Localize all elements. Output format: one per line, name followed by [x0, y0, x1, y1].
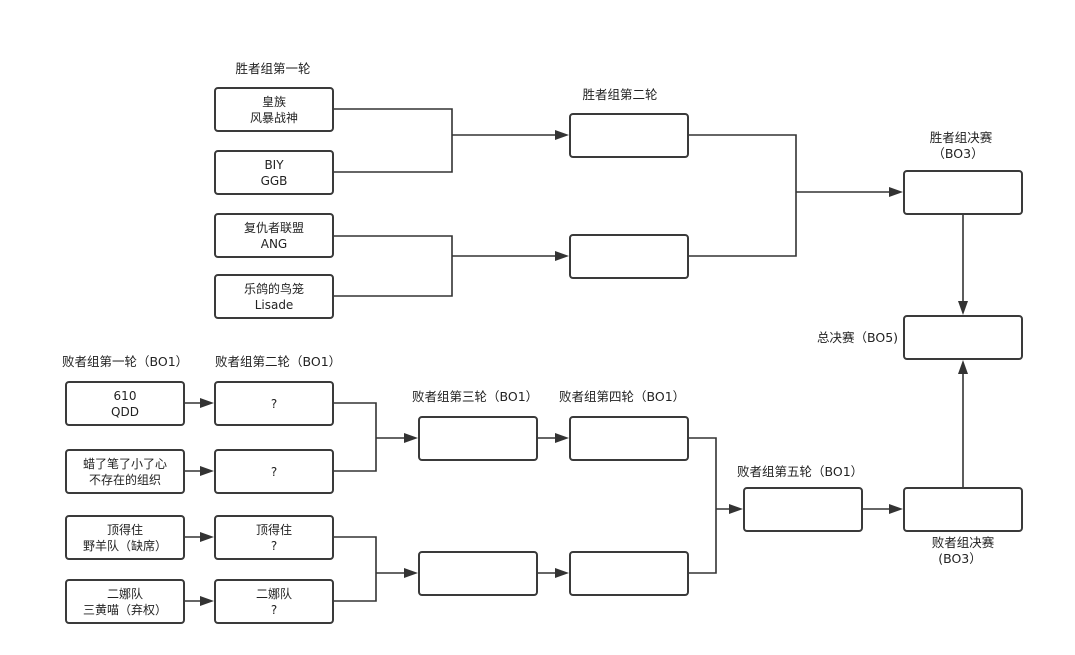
team-name: 三黄喵（弃权）: [82, 602, 167, 617]
connector-l2-bottom-bracket: [334, 536, 377, 602]
team-name: 复仇者联盟: [243, 220, 304, 235]
team-name: 610: [113, 388, 137, 403]
match-box-losers-r4-a: [569, 416, 689, 461]
arrow-to-w2b: [555, 251, 569, 261]
label-losers-round-4: 败者组第四轮（BO1）: [559, 389, 686, 404]
arrow-to-losers-final: [889, 504, 903, 514]
team-name: ?: [270, 464, 278, 479]
match-box-winners-r2-a: [569, 113, 689, 158]
team-name: 顶得住: [106, 522, 143, 537]
match-box-winners-final: [903, 170, 1023, 215]
label-losers-final-bo: (BO3）: [938, 551, 982, 566]
connector-w1-top-bracket: [334, 108, 453, 173]
label-winners-round-2: 胜者组第二轮: [582, 87, 658, 102]
label-losers-final: 败者组决赛: [931, 535, 995, 550]
match-box-losers-r2-c: 顶得住 ?: [214, 515, 334, 560]
match-box-winners-r1-c: 复仇者联盟 ANG: [214, 213, 334, 258]
match-box-losers-r4-b: [569, 551, 689, 596]
arrow-to-grand-final-from-winners: [958, 301, 968, 315]
match-box-losers-r2-b: ?: [214, 449, 334, 494]
team-name: 顶得住: [255, 522, 292, 537]
match-box-winners-r1-a: 皇族 风暴战神: [214, 87, 334, 132]
match-box-losers-r1-b: 蜡了笔了小了心 不存在的组织: [65, 449, 185, 494]
arrow-to-l2c: [200, 532, 214, 542]
label-losers-round-1: 败者组第一轮（BO1）: [62, 354, 189, 369]
team-name: ?: [270, 538, 278, 553]
match-box-losers-final: [903, 487, 1023, 532]
connector-l4-bracket: [689, 437, 717, 574]
arrow-to-l2d: [200, 596, 214, 606]
team-name: ?: [270, 396, 278, 411]
arrow-to-l3a: [404, 433, 418, 443]
match-box-losers-r1-a: 610 QDD: [65, 381, 185, 426]
team-name: 风暴战神: [249, 110, 298, 125]
match-box-winners-r2-b: [569, 234, 689, 279]
team-name: ANG: [260, 236, 288, 251]
arrow-to-l2b: [200, 466, 214, 476]
arrow-to-w2a: [555, 130, 569, 140]
team-name: Lisade: [254, 297, 294, 312]
match-box-losers-r5: [743, 487, 863, 532]
match-box-losers-r1-d: 二娜队 三黄喵（弃权）: [65, 579, 185, 624]
connector-l2-top-bracket: [334, 402, 377, 472]
arrow-to-l5: [729, 504, 743, 514]
match-box-losers-r3-b: [418, 551, 538, 596]
label-winners-final: 胜者组决赛: [929, 130, 993, 145]
team-name: 二娜队: [106, 586, 143, 601]
match-box-winners-r1-b: BIY GGB: [214, 150, 334, 195]
arrow-to-l3b: [404, 568, 418, 578]
connector-w2-bracket: [689, 134, 797, 257]
team-name: QDD: [111, 404, 139, 419]
match-box-losers-r2-a: ?: [214, 381, 334, 426]
label-grand-final: 总决赛（BO5): [817, 330, 899, 345]
label-losers-round-5: 败者组第五轮（BO1）: [737, 464, 864, 479]
team-name: 皇族: [261, 94, 286, 109]
arrow-to-l4a: [555, 433, 569, 443]
connector-w1-bottom-bracket: [334, 235, 453, 297]
team-name: 蜡了笔了小了心: [82, 456, 167, 471]
team-name: 野羊队（缺席）: [82, 538, 167, 553]
match-box-losers-r3-a: [418, 416, 538, 461]
team-name: 二娜队: [255, 586, 292, 601]
label-losers-round-2: 败者组第二轮（BO1）: [215, 354, 342, 369]
match-box-grand-final: [903, 315, 1023, 360]
team-name: GGB: [260, 173, 288, 188]
arrow-to-winners-final: [889, 187, 903, 197]
arrow-to-l2a: [200, 398, 214, 408]
team-name: BIY: [264, 157, 284, 172]
team-name: 不存在的组织: [88, 472, 161, 487]
label-winners-final-bo: （BO3）: [932, 146, 984, 161]
team-name: 乐鸽的鸟笼: [243, 281, 304, 296]
arrow-to-grand-final-from-losers: [958, 360, 968, 374]
label-losers-round-3: 败者组第三轮（BO1）: [412, 389, 539, 404]
arrow-to-l4b: [555, 568, 569, 578]
match-box-losers-r2-d: 二娜队 ?: [214, 579, 334, 624]
match-box-winners-r1-d: 乐鸽的鸟笼 Lisade: [214, 274, 334, 319]
label-winners-round-1: 胜者组第一轮: [235, 61, 311, 76]
match-box-losers-r1-c: 顶得住 野羊队（缺席）: [65, 515, 185, 560]
team-name: ?: [270, 602, 278, 617]
